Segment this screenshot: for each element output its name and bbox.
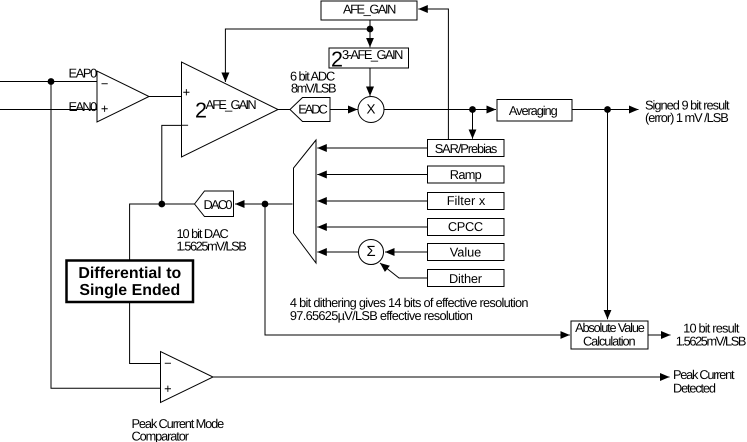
svg-text:Detected: Detected bbox=[673, 381, 716, 396]
svg-text:X: X bbox=[367, 102, 376, 117]
svg-text:Single Ended: Single Ended bbox=[79, 282, 180, 299]
svg-text:EADC: EADC bbox=[298, 102, 328, 117]
svg-text:97.65625µV/LSB effective resol: 97.65625µV/LSB effective resolution bbox=[290, 308, 473, 323]
svg-text:+: + bbox=[101, 101, 108, 116]
svg-text:Differential to: Differential to bbox=[78, 265, 181, 282]
svg-text:EAN0: EAN0 bbox=[69, 99, 98, 114]
svg-text:Calculation: Calculation bbox=[583, 333, 636, 348]
svg-text:CPCC: CPCC bbox=[448, 219, 483, 234]
svg-text:Filter x: Filter x bbox=[447, 193, 486, 208]
svg-text:EAP0: EAP0 bbox=[69, 66, 98, 81]
svg-text:Dither: Dither bbox=[449, 271, 483, 286]
svg-text:Ramp: Ramp bbox=[450, 167, 482, 182]
svg-text:Peak Current Mode: Peak Current Mode bbox=[132, 416, 225, 431]
svg-text:1.5625mV/LSB: 1.5625mV/LSB bbox=[177, 238, 247, 253]
svg-text:+: + bbox=[183, 85, 190, 100]
svg-text:Comparator: Comparator bbox=[132, 429, 190, 442]
svg-text:−: − bbox=[101, 76, 108, 91]
svg-text:−: − bbox=[181, 118, 188, 133]
svg-text:4 bit dithering gives 14 bits: 4 bit dithering gives 14 bits of effecti… bbox=[290, 295, 529, 310]
svg-text:Signed 9 bit result: Signed 9 bit result bbox=[645, 98, 730, 113]
svg-text:Averaging: Averaging bbox=[509, 103, 558, 118]
svg-text:10 bit result: 10 bit result bbox=[683, 320, 740, 335]
svg-text:(error) 1 mV /LSB: (error) 1 mV /LSB bbox=[645, 110, 729, 125]
svg-text:−: − bbox=[164, 356, 171, 371]
svg-text:6 bit ADC: 6 bit ADC bbox=[290, 69, 335, 84]
svg-text:AFE_GAIN: AFE_GAIN bbox=[206, 97, 257, 112]
svg-text:Absolute Value: Absolute Value bbox=[575, 320, 645, 335]
svg-text:Peak Current: Peak Current bbox=[673, 367, 735, 382]
svg-text:+: + bbox=[164, 381, 171, 396]
svg-text:DAC0: DAC0 bbox=[204, 197, 233, 212]
svg-text:SAR/Prebias: SAR/Prebias bbox=[435, 141, 498, 156]
svg-text:2: 2 bbox=[195, 99, 207, 123]
svg-text:2: 2 bbox=[331, 47, 343, 71]
svg-text:8mV/LSB: 8mV/LSB bbox=[291, 81, 337, 96]
svg-text:1.5625mV/LSB: 1.5625mV/LSB bbox=[676, 333, 747, 348]
svg-text:3-AFE_GAIN: 3-AFE_GAIN bbox=[342, 47, 403, 62]
svg-text:Value: Value bbox=[450, 245, 482, 260]
svg-text:10 bit DAC: 10 bit DAC bbox=[177, 226, 229, 241]
svg-text:AFE_GAIN: AFE_GAIN bbox=[343, 2, 396, 17]
svg-text:Σ: Σ bbox=[367, 244, 376, 260]
